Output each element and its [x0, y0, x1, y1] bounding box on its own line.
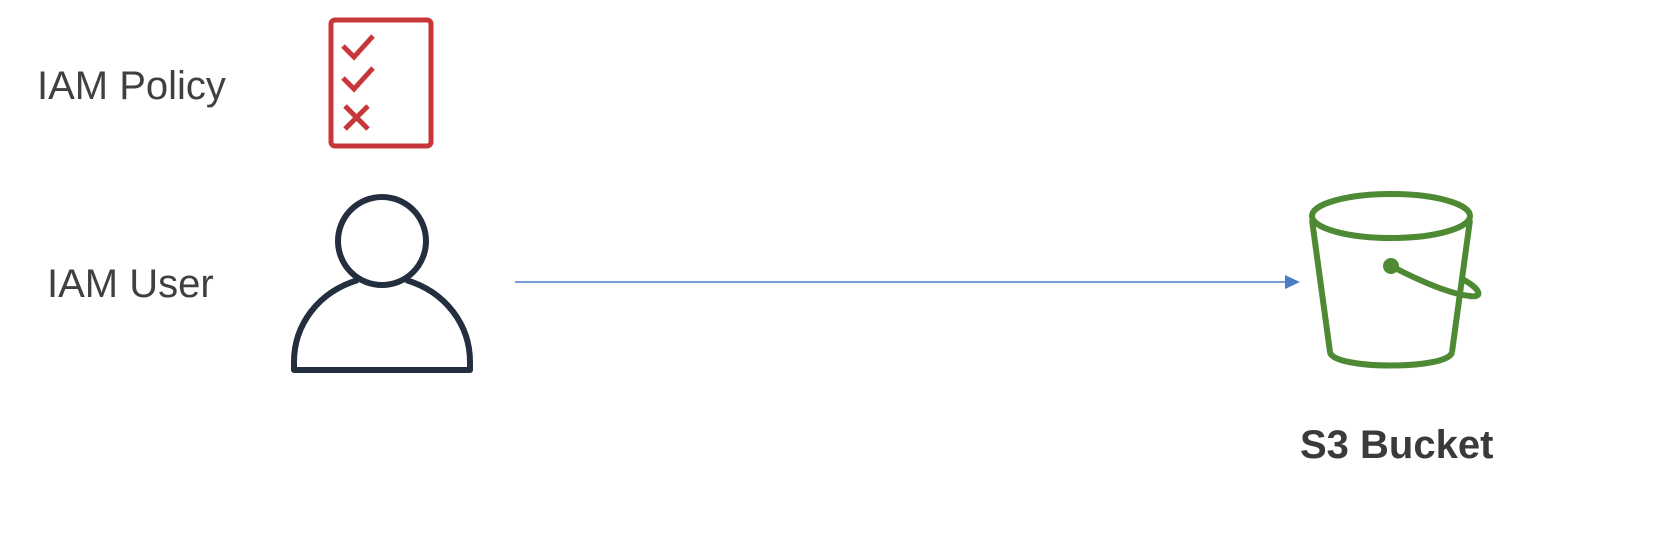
bucket-side-left — [1309, 219, 1333, 353]
bucket-side-right — [1449, 219, 1473, 353]
user-head — [335, 194, 429, 288]
access-arrow — [515, 275, 1300, 289]
bucket-bottom — [1327, 350, 1455, 369]
check-mark-1 — [341, 34, 375, 61]
s3-bucket-icon — [1309, 191, 1482, 369]
bucket-handle — [1388, 263, 1482, 300]
policy-checklist-icon — [328, 17, 434, 149]
bucket-rim — [1309, 191, 1473, 241]
iam-user-label: IAM User — [47, 262, 214, 306]
user-body — [291, 277, 473, 373]
cross-mark-b — [343, 104, 370, 131]
arrow-head — [1285, 275, 1300, 289]
iam-policy-label: IAM Policy — [37, 64, 226, 108]
check-mark-2 — [341, 66, 375, 93]
policy-document-outline — [328, 17, 434, 149]
user-icon — [291, 194, 473, 373]
s3-bucket-label: S3 Bucket — [1300, 423, 1494, 467]
